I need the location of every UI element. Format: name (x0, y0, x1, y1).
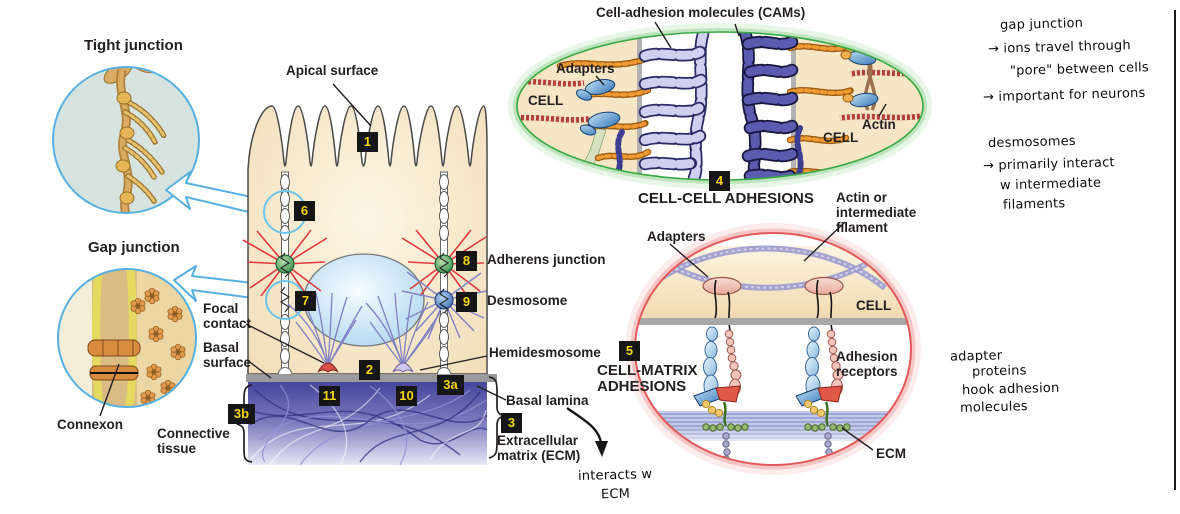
connexon-label: Connexon (57, 417, 123, 432)
cm-adapters-label: Adapters (647, 229, 706, 244)
badge-3: 3 (501, 413, 522, 433)
cc-adapters-label: Adapters (556, 61, 615, 76)
cell-membrane-bar (636, 318, 910, 325)
right-membrane-bar (791, 32, 796, 180)
basal-surface-line2: surface (203, 355, 252, 370)
cm-filament-line1: Actin or (836, 190, 888, 205)
badge-3b: 3b (228, 404, 255, 424)
cams-title: Cell-adhesion molecules (CAMs) (596, 5, 806, 20)
desmosome-knob (434, 290, 454, 310)
adherens-junction-knob (275, 254, 295, 274)
page-edge-line (1174, 10, 1176, 490)
gap-junction-title: Gap junction (88, 239, 180, 256)
note-adapter-line2: proteins (971, 363, 1027, 380)
badge-2: 2 (359, 360, 380, 380)
cm-filament-label: Actin or intermediate filament (836, 190, 916, 235)
adhesion-receptor-assembly (795, 326, 851, 456)
connective-tissue-label: Connective tissue (157, 426, 230, 456)
note-gap-junction-title: gap junction (999, 15, 1084, 34)
cc-cell-left-label: CELL (528, 93, 564, 108)
badge-10: 10 (396, 386, 417, 406)
basal-surface-line1: Basal (203, 340, 240, 355)
adherens-junction-label: Adherens junction (487, 252, 606, 267)
cam-chains-light (638, 32, 710, 180)
ecm-label-line1: Extracellular (497, 433, 579, 448)
cm-receptors-label: Adhesion receptors (836, 349, 898, 379)
note-ecm-line1: interacts w (577, 467, 653, 484)
adapter-oval (702, 276, 742, 296)
cell-matrix-caption-line1: CELL-MATRIX (597, 362, 698, 379)
note-desmosomes-line2: w intermediate (999, 175, 1102, 194)
connexon-pointer-line (99, 363, 120, 417)
cm-receptors-line1: Adhesion (836, 349, 898, 364)
cm-ecm-label: ECM (876, 446, 906, 461)
cell-matrix-caption: CELL-MATRIX ADHESIONS (597, 363, 698, 395)
gap-junction-inset (57, 268, 197, 417)
cm-receptors-line2: receptors (836, 364, 898, 379)
badge-8: 8 (456, 251, 477, 271)
ecm-label-line2: matrix (ECM) (497, 448, 581, 463)
adherens-junction-knob (434, 254, 454, 274)
adapter-oval (804, 276, 844, 296)
ecm-label: Extracellular matrix (ECM) (497, 433, 580, 463)
adhesion-receptor-assembly (693, 326, 749, 463)
hand-arrow-icon (566, 407, 608, 457)
cm-filament-line2: intermediate (836, 205, 917, 220)
junction-bead-chains (280, 174, 449, 364)
badge-4: 4 (709, 171, 730, 191)
cm-filament-line3: filament (836, 220, 888, 235)
ecm-fibers (248, 384, 487, 465)
badge-3a: 3a (437, 375, 464, 395)
focal-contact-line1: Focal (203, 301, 239, 316)
hemidesmosome-dome (392, 362, 414, 373)
focal-contact-label: Focal contact (203, 301, 251, 331)
connective-tissue-line2: tissue (157, 441, 197, 456)
pointer-lines (245, 83, 507, 401)
basal-surface-label: Basal surface (203, 340, 251, 370)
connective-tissue-line1: Connective (157, 426, 230, 441)
cell-cell-caption: CELL-CELL ADHESIONS (638, 190, 814, 207)
left-membrane-bar (637, 32, 642, 180)
focal-contact-dome (317, 362, 339, 373)
focal-contact-line2: contact (203, 316, 252, 331)
cc-actin-label: Actin (862, 117, 896, 132)
connective-tissue-brace (236, 384, 253, 463)
badge-6: 6 (294, 201, 315, 221)
note-adapter-line4: molecules (959, 399, 1028, 416)
badge-5: 5 (619, 341, 640, 361)
cell-matrix-adhesions-panel (625, 221, 921, 475)
badge-1: 1 (357, 132, 378, 152)
note-ecm-line2: ECM (600, 486, 631, 503)
badge-7: 7 (295, 291, 316, 311)
basal-lamina-label: Basal lamina (506, 393, 589, 408)
tight-junction-title: Tight junction (84, 37, 183, 54)
hemidesmosome-label: Hemidesmosome (489, 345, 601, 360)
cell-matrix-caption-line2: ADHESIONS (597, 378, 687, 395)
basal-filament-fans (287, 292, 441, 367)
cc-cell-right-label: CELL (823, 130, 859, 145)
tight-junction-inset (52, 66, 200, 214)
note-desmosomes-title: desmosomes (987, 133, 1076, 152)
apical-surface-label: Apical surface (286, 63, 379, 78)
badge-9: 9 (456, 292, 477, 312)
badge-11: 11 (319, 386, 340, 406)
cm-cell-label: CELL (856, 298, 892, 313)
note-adapter-line3: hook adhesion (961, 380, 1060, 399)
note-desmosomes-line3: filaments (1002, 196, 1066, 213)
note-adapter-line1: adapter (949, 348, 1003, 365)
desmosome-label: Desmosome (487, 293, 568, 308)
cell-cell-adhesions-panel (508, 21, 932, 189)
